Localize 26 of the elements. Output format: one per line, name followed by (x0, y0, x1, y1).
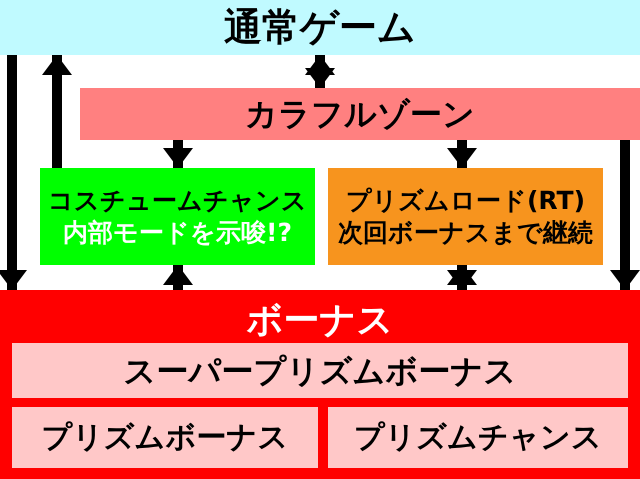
arrow (447, 265, 477, 290)
node-label: カラフルゾーン (245, 94, 475, 134)
arrow (0, 55, 27, 290)
node-label: プリズムボーナス (42, 418, 288, 456)
bonus-panel (0, 290, 640, 479)
node-label: ボーナス (246, 299, 394, 343)
node-label: プリズムチャンス (354, 418, 602, 456)
bonus-box (328, 407, 628, 468)
node-label: スーパープリズムボーナス (124, 350, 516, 390)
node-label: 内部モードを示唆!? (63, 216, 292, 248)
arrow (42, 55, 72, 168)
node-label: 通常ゲーム (224, 4, 416, 51)
arrow (163, 265, 193, 290)
state-band (80, 88, 640, 140)
node-label: プリズムロード(RT) (346, 185, 586, 216)
bonus-box (12, 407, 318, 468)
state-box (328, 168, 603, 265)
arrow (305, 55, 335, 88)
node-label: 次回ボーナスまで継続 (338, 216, 593, 248)
state-box (40, 168, 315, 265)
arrow (163, 140, 193, 168)
state-band (0, 0, 640, 55)
arrow (447, 140, 477, 168)
arrow (610, 140, 640, 290)
bonus-box (12, 343, 628, 398)
node-label: コスチュームチャンス (48, 185, 307, 216)
